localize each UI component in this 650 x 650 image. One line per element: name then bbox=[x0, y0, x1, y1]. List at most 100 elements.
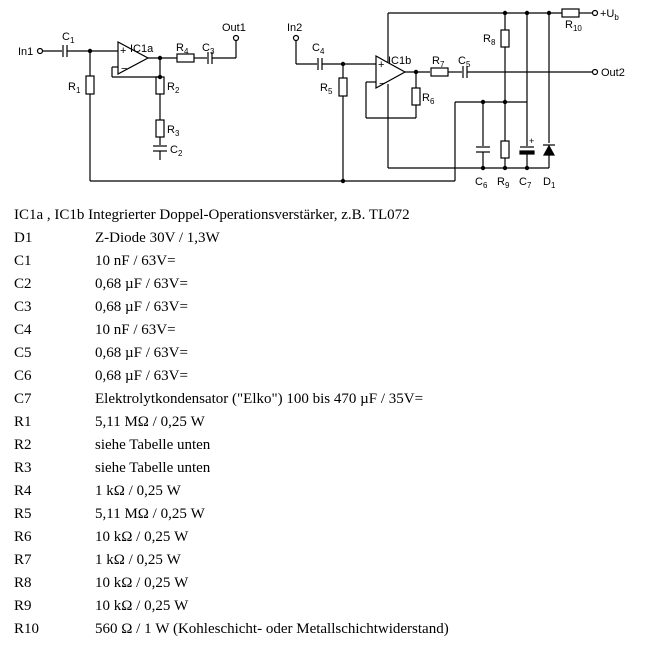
part-desc: Z-Diode 30V / 1,3W bbox=[95, 230, 220, 246]
c4-label: C4 bbox=[312, 42, 325, 56]
ic1b-label: IC1b bbox=[388, 55, 411, 67]
d1-label: D1 bbox=[543, 176, 556, 190]
part-ref: R9 bbox=[14, 598, 32, 614]
r8-label: R8 bbox=[483, 33, 496, 47]
r10-resistor bbox=[561, 8, 580, 18]
part-ref: D1 bbox=[14, 230, 33, 246]
r6-resistor bbox=[411, 87, 421, 106]
ub-label: +Ub bbox=[600, 8, 619, 22]
r1-resistor bbox=[85, 75, 95, 95]
part-ref: C4 bbox=[14, 322, 32, 338]
r2-label: R2 bbox=[167, 81, 180, 95]
c5-label: C5 bbox=[458, 55, 471, 69]
r7-label: R7 bbox=[432, 55, 445, 69]
c7-electrolytic-capacitor bbox=[519, 146, 535, 155]
ic1b-plus-sign: + bbox=[378, 59, 384, 71]
part-desc: 5,11 MΩ / 0,25 W bbox=[95, 414, 205, 430]
parts-list: IC1a , IC1b Integrierter Doppel-Operatio… bbox=[14, 204, 644, 641]
out1-terminal bbox=[232, 34, 240, 42]
out2-terminal bbox=[591, 68, 599, 76]
part-desc: 10 nF / 63V= bbox=[95, 253, 176, 269]
c6-capacitor bbox=[476, 146, 490, 153]
parts-row: R9 10 kΩ / 0,25 W bbox=[14, 595, 644, 618]
parts-row: R1 5,11 MΩ / 0,25 W bbox=[14, 411, 644, 434]
part-ref: C5 bbox=[14, 345, 32, 361]
r4-label: R4 bbox=[176, 42, 189, 56]
r1-label: R1 bbox=[68, 81, 81, 95]
parts-row: D1 Z-Diode 30V / 1,3W bbox=[14, 227, 644, 250]
part-ref: R6 bbox=[14, 529, 32, 545]
part-desc: Elektrolytkondensator ("Elko") 100 bis 4… bbox=[95, 391, 424, 407]
out2-label: Out2 bbox=[601, 67, 625, 79]
part-desc: 0,68 µF / 63V= bbox=[95, 299, 188, 315]
parts-intro-ref: IC1a , IC1b bbox=[14, 207, 85, 223]
parts-row: C3 0,68 µF / 63V= bbox=[14, 296, 644, 319]
c1-label: C1 bbox=[62, 31, 75, 45]
part-ref: C7 bbox=[14, 391, 32, 407]
ic1b-opamp bbox=[375, 54, 407, 90]
parts-row: C5 0,68 µF / 63V= bbox=[14, 342, 644, 365]
parts-row: R2 siehe Tabelle unten bbox=[14, 434, 644, 457]
ic1a-opamp bbox=[117, 41, 150, 75]
part-ref: R10 bbox=[14, 621, 40, 637]
part-desc: siehe Tabelle unten bbox=[95, 460, 211, 476]
in2-terminal bbox=[292, 34, 300, 42]
part-ref: R3 bbox=[14, 460, 32, 476]
c7-label: C7 bbox=[519, 176, 532, 190]
parts-row: R4 1 kΩ / 0,25 W bbox=[14, 480, 644, 503]
r9-label: R9 bbox=[497, 176, 510, 190]
part-ref: C6 bbox=[14, 368, 32, 384]
parts-row: C7 Elektrolytkondensator ("Elko") 100 bis… bbox=[14, 388, 644, 411]
c6-label: C6 bbox=[475, 176, 488, 190]
c4-capacitor bbox=[317, 58, 323, 70]
c2-capacitor bbox=[153, 145, 167, 152]
in1-label: In1 bbox=[18, 46, 33, 58]
r3-resistor bbox=[155, 119, 165, 138]
c1-capacitor bbox=[62, 45, 68, 57]
part-desc: 0,68 µF / 63V= bbox=[95, 276, 188, 292]
r2-resistor bbox=[155, 76, 165, 95]
circuit-schematic: + − + − + In1 C1 R1 IC1a R4 C3 Out1 R2 R… bbox=[18, 8, 625, 190]
out1-label: Out1 bbox=[222, 22, 246, 34]
part-desc: siehe Tabelle unten bbox=[95, 437, 211, 453]
part-ref: C3 bbox=[14, 299, 32, 315]
part-desc: 1 kΩ / 0,25 W bbox=[95, 483, 181, 499]
r6-label: R6 bbox=[422, 92, 435, 106]
part-ref: R4 bbox=[14, 483, 32, 499]
part-ref: R8 bbox=[14, 575, 32, 591]
parts-intro-cell: IC1a , IC1b Integrierter Doppel-Operatio… bbox=[14, 204, 644, 227]
part-desc: 10 kΩ / 0,25 W bbox=[95, 575, 189, 591]
parts-intro-desc: Integrierter Doppel-Operationsverstärker… bbox=[88, 207, 410, 223]
r10-label: R10 bbox=[565, 19, 582, 33]
r9-resistor bbox=[500, 140, 510, 159]
c7-plus-sign: + bbox=[529, 136, 534, 146]
parts-row: R3 siehe Tabelle unten bbox=[14, 457, 644, 480]
in2-label: In2 bbox=[287, 22, 302, 34]
ic1a-label: IC1a bbox=[130, 43, 154, 55]
c2-label: C2 bbox=[170, 144, 183, 158]
r8-resistor bbox=[500, 29, 510, 48]
parts-intro-row: IC1a , IC1b Integrierter Doppel-Operatio… bbox=[14, 204, 644, 227]
part-ref: R2 bbox=[14, 437, 32, 453]
part-ref: R1 bbox=[14, 414, 32, 430]
part-desc: 10 kΩ / 0,25 W bbox=[95, 529, 189, 545]
r7-resistor bbox=[430, 67, 449, 77]
part-desc: 0,68 µF / 63V= bbox=[95, 368, 188, 384]
part-desc: 560 Ω / 1 W (Kohleschicht- oder Metallsc… bbox=[95, 621, 449, 637]
part-desc: 1 kΩ / 0,25 W bbox=[95, 552, 181, 568]
part-desc: 10 kΩ / 0,25 W bbox=[95, 598, 189, 614]
d1-zener-diode bbox=[542, 144, 556, 156]
ic1b-minus-sign: − bbox=[379, 78, 385, 90]
ic1a-plus-sign: + bbox=[120, 45, 126, 57]
part-desc: 0,68 µF / 63V= bbox=[95, 345, 188, 361]
r3-label: R3 bbox=[167, 124, 180, 138]
part-desc: 10 nF / 63V= bbox=[95, 322, 176, 338]
ub-terminal bbox=[591, 9, 599, 17]
parts-row: R10 560 Ω / 1 W (Kohleschicht- oder Metal… bbox=[14, 618, 644, 641]
parts-row: R8 10 kΩ / 0,25 W bbox=[14, 572, 644, 595]
junction-dots bbox=[87, 10, 552, 184]
